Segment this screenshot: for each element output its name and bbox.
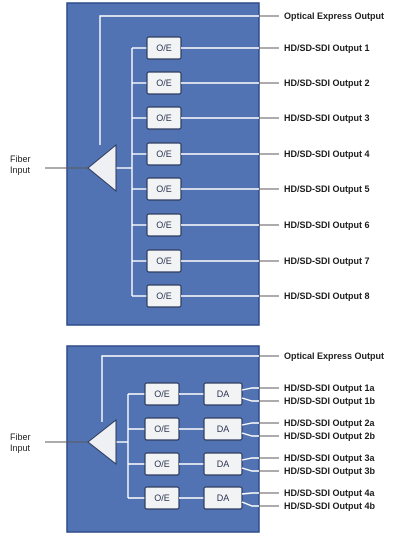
bottom-express-wire <box>101 355 259 422</box>
oe-converter-label: O/E <box>156 220 172 230</box>
top-express-wire <box>99 15 259 145</box>
bottom-splitter-triangle <box>87 418 117 466</box>
oe-converter-label: O/E <box>156 149 172 159</box>
oe-converter-label: O/E <box>156 184 172 194</box>
da-label: DA <box>217 424 230 434</box>
da-label: DA <box>217 459 230 469</box>
top-fiber-input-label-2: Input <box>10 165 31 175</box>
top-output-label: HD/SD-SDI Output 7 <box>284 256 370 266</box>
bottom-output-label: HD/SD-SDI Output 3b <box>284 466 375 476</box>
bottom-fiber-input-label-2: Input <box>10 443 31 453</box>
top-output-label: HD/SD-SDI Output 8 <box>284 291 370 301</box>
bottom-output-wire <box>241 467 259 472</box>
oe-converter-label: O/E <box>156 291 172 301</box>
top-output-label: HD/SD-SDI Output 2 <box>284 78 370 88</box>
bottom-output-label: HD/SD-SDI Output 4b <box>284 501 375 511</box>
da-box <box>203 486 243 510</box>
top-output-label: HD/SD-SDI Output 6 <box>284 220 370 230</box>
da-box <box>203 382 243 406</box>
bottom-output-label: HD/SD-SDI Output 3a <box>284 453 375 463</box>
da-box <box>203 452 243 476</box>
bottom-fiber-input-label-1: Fiber <box>10 432 31 442</box>
bottom-express-output-label: Optical Express Output <box>284 351 384 361</box>
top-output-label: HD/SD-SDI Output 4 <box>284 149 370 159</box>
bottom-output-wire <box>241 501 259 507</box>
top-output-label: HD/SD-SDI Output 5 <box>284 184 370 194</box>
bottom-output-wire <box>241 422 259 426</box>
bottom-output-label: HD/SD-SDI Output 1b <box>284 396 375 406</box>
da-label: DA <box>217 389 230 399</box>
bottom-rows: O/E DA HD/SD-SDI Output 1a HD/SD-SDI Output… <box>128 382 375 511</box>
bottom-diagram: Fiber Input Optical Express Output O/E DA… <box>10 345 384 533</box>
bottom-output-wire <box>241 457 259 461</box>
top-output-label: HD/SD-SDI Output 1 <box>284 43 370 53</box>
bottom-output-wire <box>241 492 259 495</box>
bottom-output-label: HD/SD-SDI Output 2a <box>284 418 375 428</box>
bottom-output-label: HD/SD-SDI Output 4a <box>284 488 375 498</box>
da-label: DA <box>217 493 230 503</box>
top-fiber-input-label-1: Fiber <box>10 154 31 164</box>
bottom-output-label: HD/SD-SDI Output 2b <box>284 431 375 441</box>
top-diagram: Fiber Input Optical Express Output O/E HD… <box>10 2 384 326</box>
oe-converter-label: O/E <box>156 256 172 266</box>
top-output-label: HD/SD-SDI Output 3 <box>284 113 370 123</box>
oe-converter-label: O/E <box>154 424 170 434</box>
oe-converter-label: O/E <box>154 459 170 469</box>
top-rows: O/E HD/SD-SDI Output 1 O/E HD/SD-SDI Output… <box>132 36 370 308</box>
top-express-output-label: Optical Express Output <box>284 11 384 21</box>
oe-converter-label: O/E <box>156 113 172 123</box>
bottom-output-wire <box>241 397 259 402</box>
oe-converter-label: O/E <box>156 78 172 88</box>
bottom-output-label: HD/SD-SDI Output 1a <box>284 383 375 393</box>
oe-converter-label: O/E <box>154 389 170 399</box>
da-box <box>203 417 243 441</box>
bottom-output-wire <box>241 387 259 391</box>
oe-converter-label: O/E <box>154 493 170 503</box>
bottom-output-wire <box>241 432 259 437</box>
oe-converter-label: O/E <box>156 43 172 53</box>
top-splitter-triangle <box>87 143 117 193</box>
